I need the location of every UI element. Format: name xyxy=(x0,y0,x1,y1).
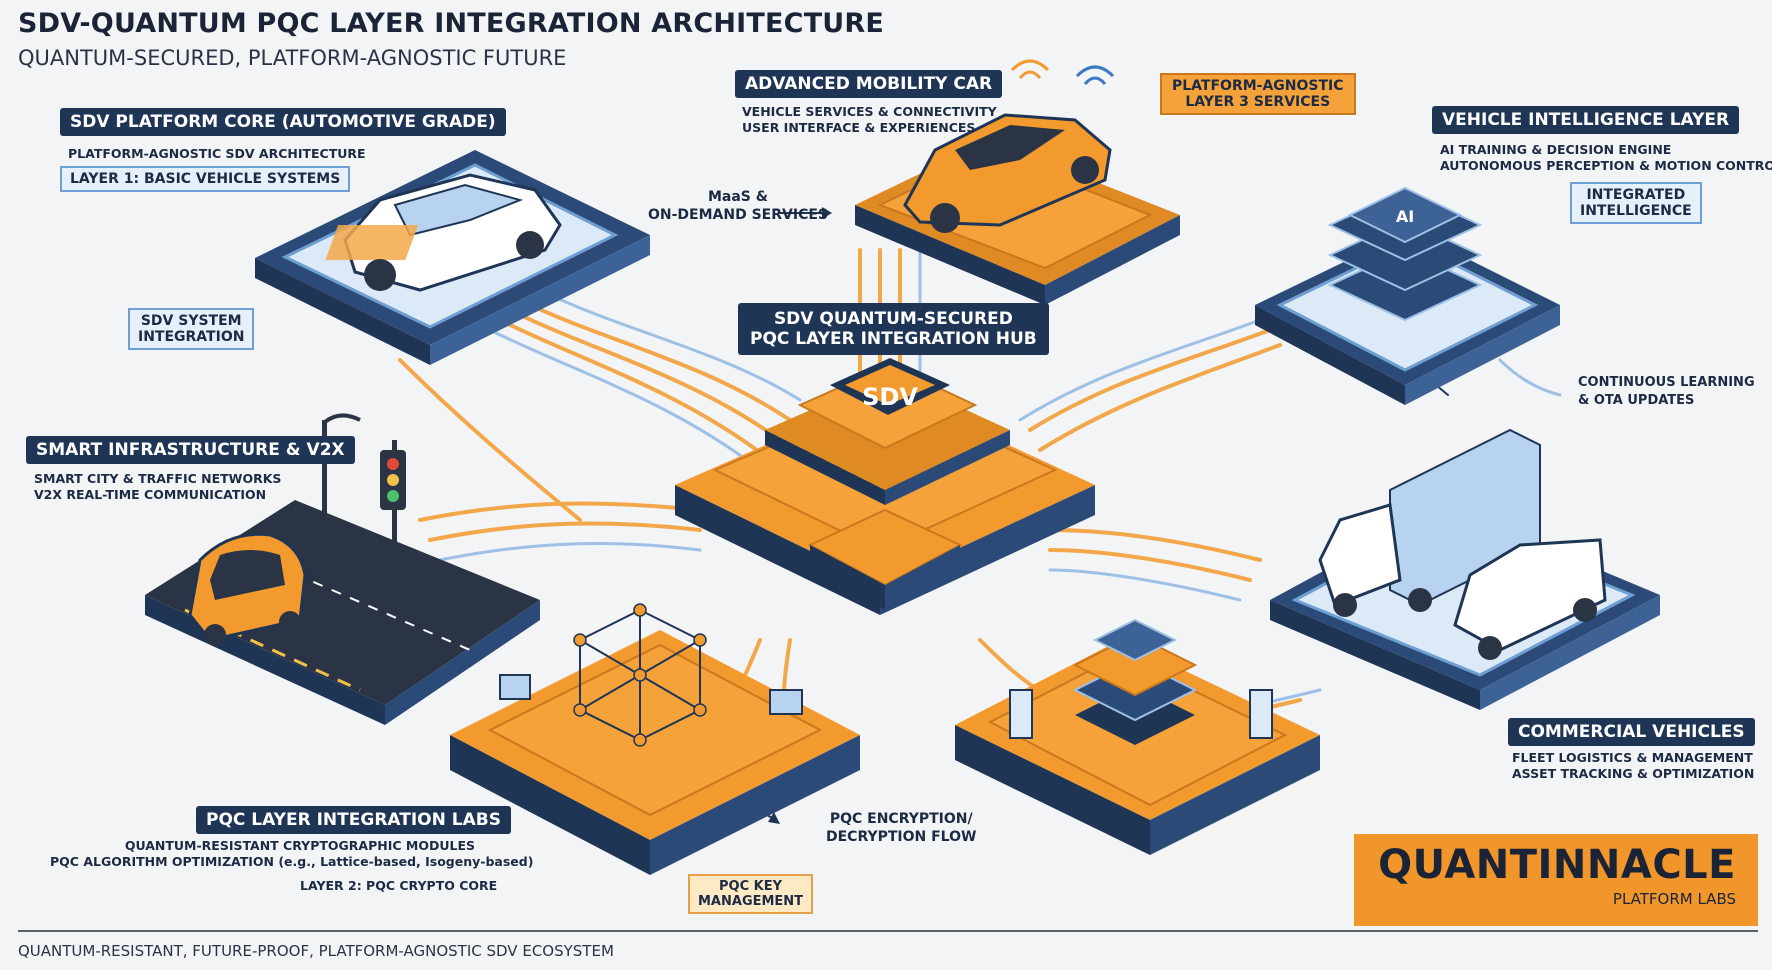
infrastructure-title: SMART INFRASTRUCTURE & V2X xyxy=(26,436,355,464)
page-subtitle: QUANTUM-SECURED, PLATFORM-AGNOSTIC FUTUR… xyxy=(18,46,567,70)
hub-title: SDV QUANTUM-SECURED PQC LAYER INTEGRATIO… xyxy=(738,303,1049,355)
commercial-desc: FLEET LOGISTICS & MANAGEMENT ASSET TRACK… xyxy=(1512,750,1755,781)
street-lamp-icon xyxy=(322,413,361,540)
layer3-services-label: PLATFORM-AGNOSTIC LAYER 3 SERVICES xyxy=(1160,73,1356,115)
infrastructure-desc: SMART CITY & TRAFFIC NETWORKS V2X REAL-T… xyxy=(34,471,282,502)
pqc-key-management-label: PQC KEY MANAGEMENT xyxy=(688,874,814,914)
crypto-server-stack-icon xyxy=(1072,618,1198,745)
server-rack-icon xyxy=(1009,689,1273,739)
advanced-mobility-platform xyxy=(855,59,1180,305)
intelligence-desc: AI TRAINING & DECISION ENGINE AUTONOMOUS… xyxy=(1440,142,1772,173)
sdv-core-title: SDV PLATFORM CORE (AUTOMOTIVE GRADE) xyxy=(60,108,506,136)
intelligence-title: VEHICLE INTELLIGENCE LAYER xyxy=(1432,106,1740,134)
commercial-vehicles-platform xyxy=(1270,428,1660,710)
traffic-light-icon xyxy=(380,440,406,570)
hub-chip-label: SDV xyxy=(862,383,918,411)
vehicle-intelligence-platform: AI xyxy=(1255,186,1560,405)
sdv-core-desc: PLATFORM-AGNOSTIC SDV ARCHITECTURE xyxy=(68,146,366,161)
central-hub-tower: SDV xyxy=(675,358,1095,615)
lab-workstation-icon xyxy=(499,674,803,715)
brand-subtitle: PLATFORM LABS xyxy=(1612,890,1736,908)
pqc-key-management-platform xyxy=(955,618,1320,855)
pqc-labs-platform xyxy=(450,603,860,875)
sdv-system-integration-label: SDV SYSTEM INTEGRATION xyxy=(128,308,255,350)
ai-chip-label: AI xyxy=(1396,207,1414,226)
labs-title: PQC LAYER INTEGRATION LABS xyxy=(196,806,511,834)
smart-infrastructure-platform xyxy=(145,413,540,725)
wireless-signal-icon xyxy=(1010,59,1115,86)
encryption-flow-annotation: PQC ENCRYPTION/ DECRYPTION FLOW xyxy=(826,811,977,845)
sdv-platform-core-platform xyxy=(255,150,650,365)
maas-annotation: MaaS & ON-DEMAND SERVICES xyxy=(648,189,828,223)
footer-divider xyxy=(18,930,1758,932)
autonomous-shuttle-icon xyxy=(188,532,307,646)
page-title: SDV-QUANTUM PQC LAYER INTEGRATION ARCHIT… xyxy=(18,8,885,39)
brand-badge: QUANTINNACLE PLATFORM LABS xyxy=(1354,834,1758,926)
integrated-intelligence-label: INTEGRATED INTELLIGENCE xyxy=(1570,182,1702,224)
mobility-desc: VEHICLE SERVICES & CONNECTIVITY USER INT… xyxy=(742,104,997,135)
ai-server-stack-icon: AI xyxy=(1327,186,1483,322)
footer-text: QUANTUM-RESISTANT, FUTURE-PROOF, PLATFOR… xyxy=(18,942,614,960)
orange-car-icon xyxy=(903,113,1112,233)
labs-layer: LAYER 2: PQC CRYPTO CORE xyxy=(300,878,498,893)
cargo-van-icon xyxy=(1453,538,1607,660)
ota-annotation: CONTINUOUS LEARNING & OTA UPDATES xyxy=(1578,375,1755,408)
mobility-title: ADVANCED MOBILITY CAR xyxy=(735,70,1003,98)
quantum-lattice-icon xyxy=(573,603,707,747)
labs-desc: QUANTUM-RESISTANT CRYPTOGRAPHIC MODULES … xyxy=(50,838,534,869)
sdv-core-layer: LAYER 1: BASIC VEHICLE SYSTEMS xyxy=(60,166,351,192)
car-chassis-icon xyxy=(325,173,562,292)
brand-name: QUANTINNACLE xyxy=(1378,842,1736,888)
commercial-title: COMMERCIAL VEHICLES xyxy=(1508,718,1755,746)
